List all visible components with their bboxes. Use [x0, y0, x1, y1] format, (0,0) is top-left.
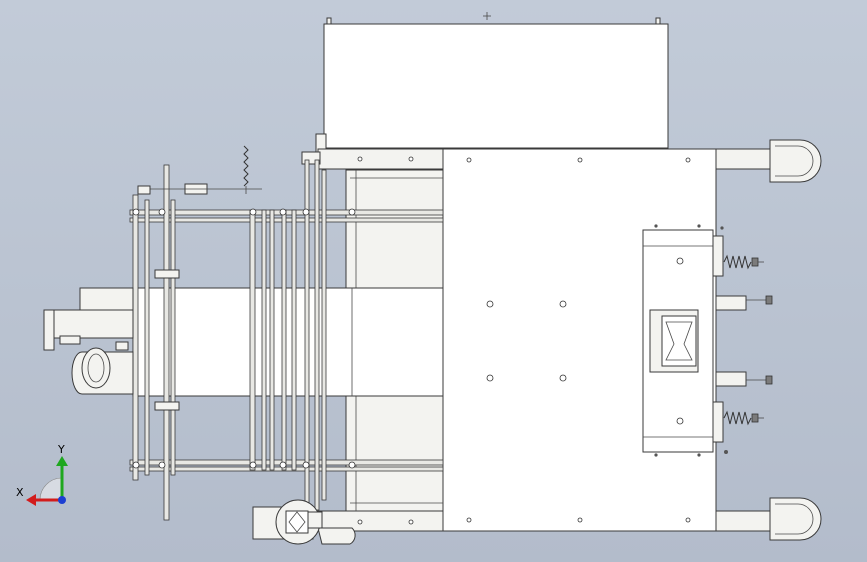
triad-x-arrowhead — [26, 494, 36, 506]
triad-x-label: X — [16, 486, 24, 499]
conveyor-belt — [132, 287, 444, 397]
bolt-upper — [746, 295, 773, 305]
triad-z-origin — [58, 496, 66, 504]
gearbox — [252, 499, 323, 545]
triad-z-quadrant — [39, 477, 63, 501]
bolt-lower — [746, 375, 773, 385]
coordinate-triad: Y X — [16, 443, 68, 506]
rod-fasteners — [132, 208, 356, 469]
horizontal-rods — [129, 209, 444, 472]
spring-bottom — [723, 410, 764, 426]
drive-motor — [43, 287, 134, 395]
triad-y-arrowhead — [56, 456, 68, 466]
caster-bottom-left — [317, 527, 356, 545]
adjuster-rod — [137, 145, 262, 195]
triad-y-label: Y — [57, 443, 65, 456]
caster-top-right — [769, 139, 822, 183]
vertical-rods — [132, 159, 327, 521]
sealing-head — [642, 224, 747, 457]
top-cover-box — [315, 12, 669, 153]
caster-bottom-right — [769, 497, 822, 541]
spring-top — [723, 254, 764, 270]
